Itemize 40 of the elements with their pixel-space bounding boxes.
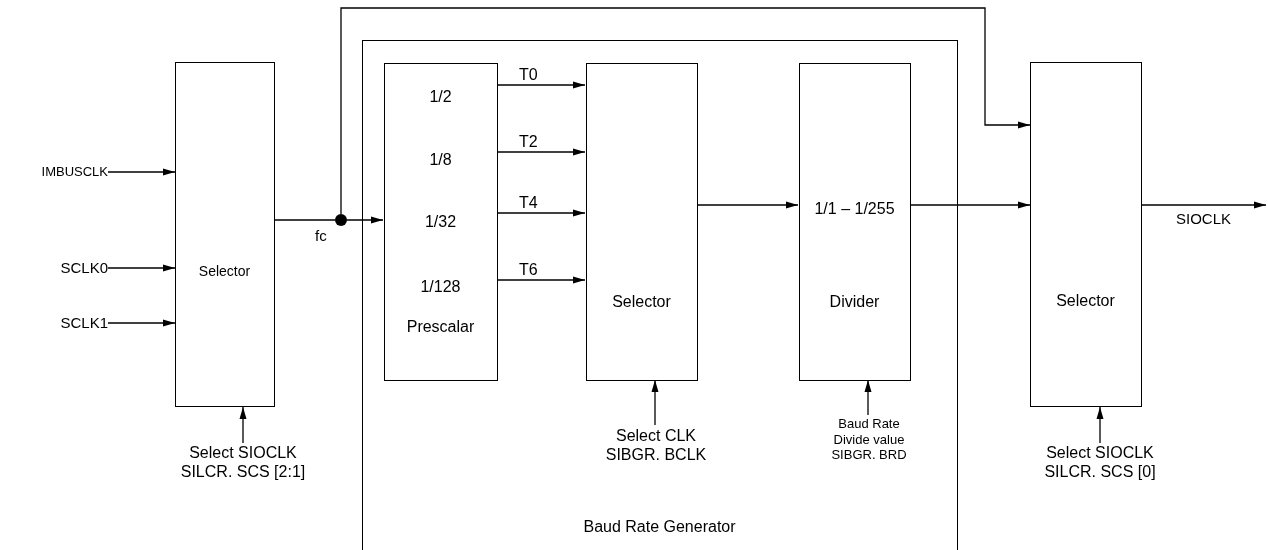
control-label: Baud Rate Divide value SIBGR. BRD (823, 416, 915, 464)
arrow (1141, 201, 1267, 209)
arrow (1096, 406, 1104, 444)
signal-label: SCLK1 (40, 314, 108, 333)
arrow (496, 81, 586, 89)
prescaler-box (384, 63, 498, 381)
block-label: Selector (197, 263, 252, 280)
arrow (346, 216, 384, 224)
connector-line (274, 219, 336, 221)
arrow (239, 406, 247, 444)
block-label: Prescalar (405, 317, 476, 337)
arrow (107, 319, 176, 327)
arrow (696, 201, 799, 209)
selector-box (586, 63, 698, 381)
arrow (340, 7, 1031, 215)
block-title: Baud Rate Generator (582, 517, 737, 537)
arrow (496, 209, 586, 217)
control-label: Select SIOCLK SILCR. SCS [0] (1025, 443, 1175, 483)
arrow (496, 148, 586, 156)
ratio-label: 1/128 (419, 277, 462, 297)
selector-box (1030, 62, 1142, 407)
block-label: Selector (1055, 291, 1116, 311)
signal-label: SCLK0 (40, 259, 108, 278)
ratio-label: 1/32 (423, 212, 458, 232)
ratio-label: 1/8 (428, 150, 453, 170)
control-label: Select CLK SIBGR. BCLK (596, 426, 716, 466)
ratio-label: 1/2 (428, 87, 453, 107)
block-label: Divider (828, 292, 881, 312)
arrow (496, 276, 586, 284)
junction-dot (335, 214, 347, 226)
ratio-label: 1/1 – 1/255 (813, 199, 896, 219)
arrow (864, 379, 872, 416)
arrow (107, 168, 176, 176)
block-label: Selector (611, 292, 672, 312)
arrow (651, 379, 659, 426)
selector-box (175, 62, 275, 407)
arrow (107, 264, 176, 272)
signal-label: IMBUSCLK (20, 164, 108, 181)
control-label: Select SIOCLK SILCR. SCS [2:1] (168, 443, 318, 483)
arrow (909, 201, 1031, 209)
